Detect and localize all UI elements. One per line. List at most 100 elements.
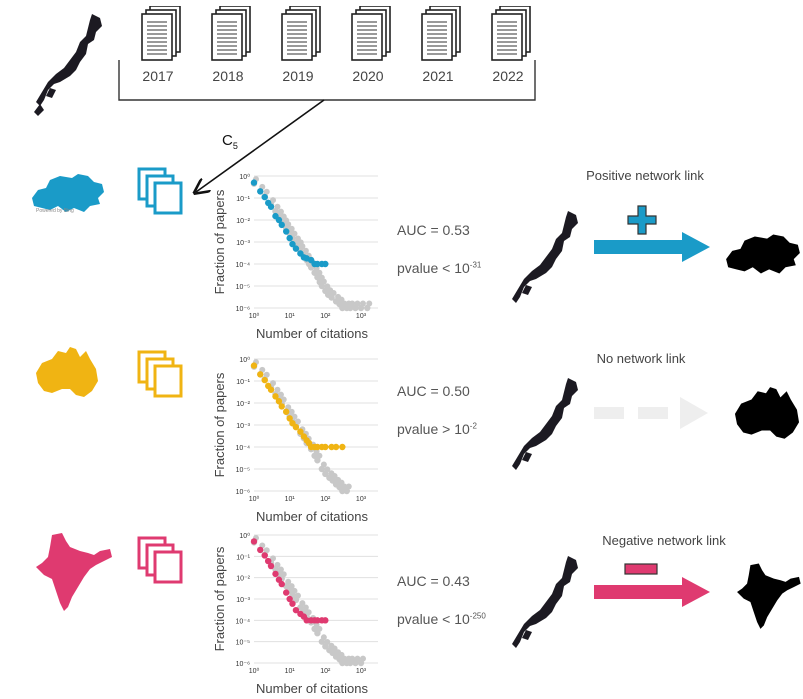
japan-map-icon — [34, 14, 102, 116]
data-point — [250, 179, 258, 186]
data-point — [354, 300, 361, 307]
x-tick-label: 10⁰ — [249, 495, 260, 503]
y-tick-label: 10⁻⁴ — [236, 445, 251, 452]
data-point — [328, 443, 335, 451]
no-link-arrow — [594, 397, 708, 429]
document-stack-icon — [281, 6, 321, 61]
year-label: 2018 — [212, 68, 244, 84]
paper-stack-icon — [137, 536, 183, 584]
data-point — [257, 546, 264, 554]
x-tick-label: 10³ — [356, 496, 367, 503]
data-point — [292, 423, 300, 431]
x-tick-label: 10³ — [356, 313, 367, 320]
arrow-label: C5 — [222, 132, 238, 151]
year-documents: 2017 2018 2019 2020 2021 2022 — [120, 6, 540, 96]
link-label: No network link — [596, 351, 686, 366]
x-tick-label: 10² — [320, 313, 331, 320]
japan-map-icon — [512, 211, 578, 303]
data-point — [320, 278, 327, 285]
plus-sign-icon — [627, 205, 657, 235]
document-stack-icon — [141, 6, 181, 61]
y-tick-label: 10⁻² — [236, 576, 250, 583]
data-point — [280, 571, 287, 578]
document-stack-icon — [351, 6, 391, 61]
data-point — [278, 403, 285, 410]
y-tick-label: 10⁻³ — [236, 423, 250, 430]
data-point — [324, 466, 331, 473]
document-stack-icon — [491, 6, 531, 61]
y-tick-label: 10⁻³ — [236, 597, 250, 604]
pvalue-exponent: -250 — [469, 611, 486, 621]
data-point — [316, 452, 323, 459]
data-point — [272, 393, 279, 400]
data-point — [314, 260, 321, 268]
data-point — [283, 589, 290, 596]
data-point — [250, 538, 258, 545]
pvalue: pvalue < 10-250 — [397, 611, 486, 627]
arrow-label-base: C — [222, 132, 233, 149]
x-tick-label: 10¹ — [285, 313, 296, 320]
data-point — [261, 376, 268, 384]
top-section: 2017 2018 2019 2020 2021 2022 C5 — [0, 0, 803, 150]
data-point — [345, 483, 352, 490]
data-point — [322, 443, 329, 451]
year-bracket — [118, 60, 536, 101]
data-point — [289, 600, 296, 607]
data-point — [263, 547, 270, 554]
japan-map-icon — [512, 378, 578, 470]
y-tick-label: 10⁻⁶ — [236, 661, 250, 668]
data-point — [349, 300, 356, 307]
year-label: 2020 — [352, 68, 384, 84]
y-tick-label: 10⁻⁶ — [236, 489, 250, 496]
australia-map-icon — [734, 387, 800, 439]
data-point — [288, 583, 295, 590]
data-point — [314, 443, 321, 451]
data-point — [324, 639, 331, 646]
data-point — [331, 473, 338, 480]
data-point — [354, 655, 361, 662]
data-point — [267, 203, 275, 210]
y-tick-label: 10⁻⁵ — [236, 284, 250, 291]
data-point — [275, 398, 283, 405]
data-point — [305, 609, 312, 616]
data-point — [264, 557, 272, 565]
data-point — [270, 197, 277, 204]
data-point — [302, 604, 309, 611]
negative-link-arrow — [594, 577, 710, 607]
switzerland-map-icon — [32, 174, 104, 212]
data-point — [278, 221, 285, 229]
data-point — [277, 391, 284, 398]
data-point — [359, 300, 366, 307]
pvalue-base: pvalue < 10 — [397, 260, 470, 276]
data-point — [316, 269, 323, 276]
data-point — [277, 208, 284, 215]
data-point — [267, 386, 275, 393]
data-point — [250, 362, 258, 369]
data-point — [288, 225, 295, 232]
data-point — [366, 300, 373, 307]
data-point — [303, 617, 310, 624]
data-point — [299, 600, 306, 607]
data-point — [320, 634, 327, 641]
y-tick-label: 10⁰ — [239, 173, 250, 181]
data-point — [299, 243, 306, 250]
data-point — [270, 380, 277, 387]
year-label: 2021 — [422, 68, 454, 84]
y-tick-label: 10⁰ — [239, 532, 250, 540]
data-point — [291, 230, 298, 237]
y-tick-label: 10⁻³ — [236, 240, 250, 247]
data-point — [278, 580, 285, 588]
data-point — [270, 555, 277, 562]
data-point — [261, 193, 268, 201]
data-point — [257, 371, 264, 378]
y-tick-label: 10⁻¹ — [236, 379, 250, 386]
data-point — [294, 592, 301, 599]
data-point — [267, 562, 275, 570]
data-point — [297, 428, 304, 435]
y-tick-label: 10⁻¹ — [236, 554, 250, 561]
data-point — [349, 655, 356, 662]
x-tick-label: 10⁰ — [249, 312, 260, 320]
y-tick-label: 10⁻² — [236, 218, 250, 225]
